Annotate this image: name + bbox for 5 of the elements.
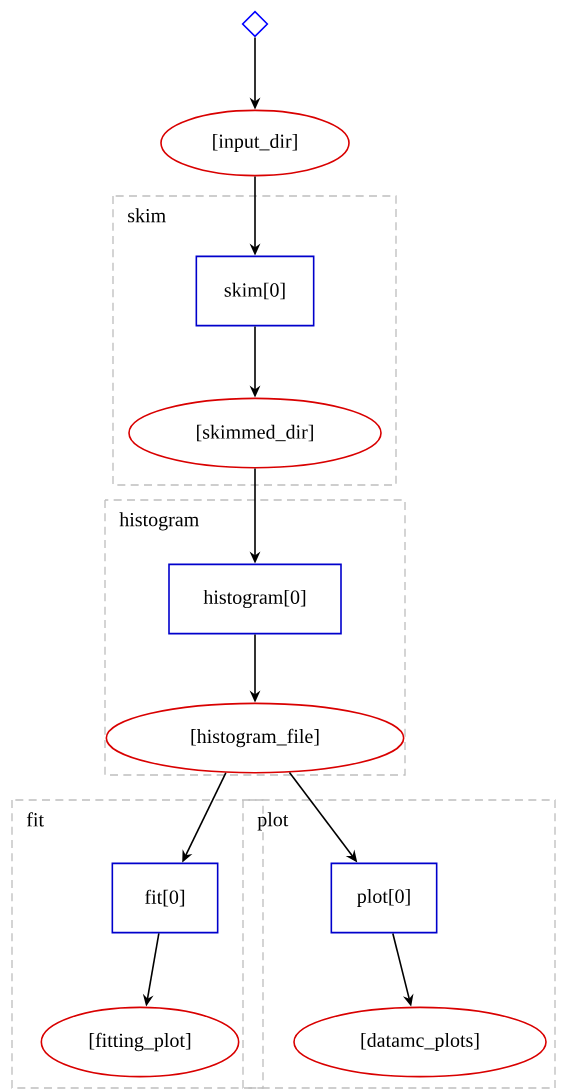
process-box: skim[0] [195,255,315,327]
process-box: histogram[0] [168,563,342,635]
process-box: plot[0] [330,862,438,934]
process-box: fit[0] [111,862,219,934]
start-diamond [241,10,269,38]
